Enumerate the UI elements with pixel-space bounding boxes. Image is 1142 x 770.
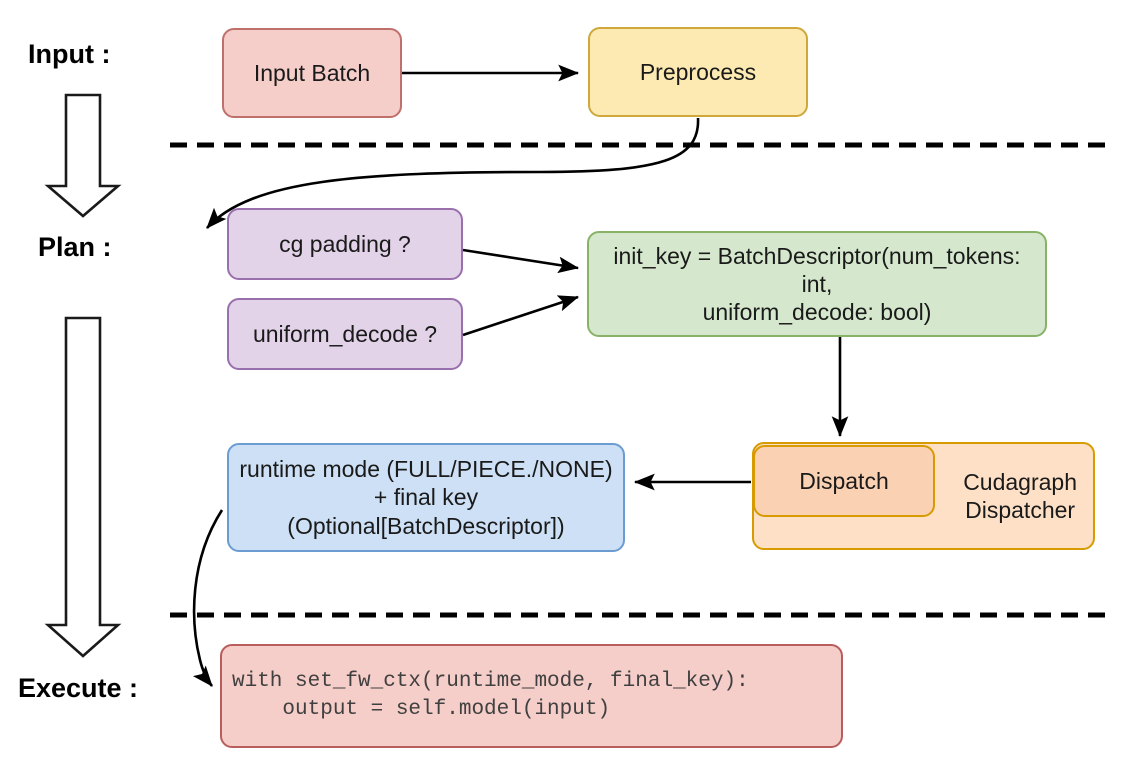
node-input-batch[interactable]: Input Batch — [222, 28, 402, 118]
stage-arrow-plan-to-execute — [44, 316, 122, 658]
node-init-key-batch-descriptor[interactable]: init_key = BatchDescriptor(num_tokens: i… — [587, 231, 1047, 337]
node-uniform-decode[interactable]: uniform_decode ? — [227, 298, 463, 370]
node-runtime-mode-final-key[interactable]: runtime mode (FULL/PIECE./NONE) + final … — [227, 443, 625, 552]
stage-label-input: Input : — [28, 39, 111, 69]
stage-arrow-input-to-plan — [44, 93, 122, 218]
execute-code-text: with set_fw_ctx(runtime_mode, final_key)… — [232, 669, 749, 721]
stage-label-plan: Plan : — [38, 232, 112, 262]
connector-cg-padding-to-init-key — [462, 248, 580, 274]
connector-runtime-mode-to-execute-code — [192, 509, 224, 687]
stage-label-execute: Execute : — [18, 673, 139, 703]
node-dispatch[interactable]: Dispatch — [753, 445, 935, 517]
node-execute-code[interactable]: with set_fw_ctx(runtime_mode, final_key)… — [220, 644, 843, 748]
node-preprocess[interactable]: Preprocess — [588, 27, 808, 117]
node-cg-padding[interactable]: cg padding ? — [227, 208, 463, 280]
connector-uniform-decode-to-init-key — [462, 295, 579, 337]
